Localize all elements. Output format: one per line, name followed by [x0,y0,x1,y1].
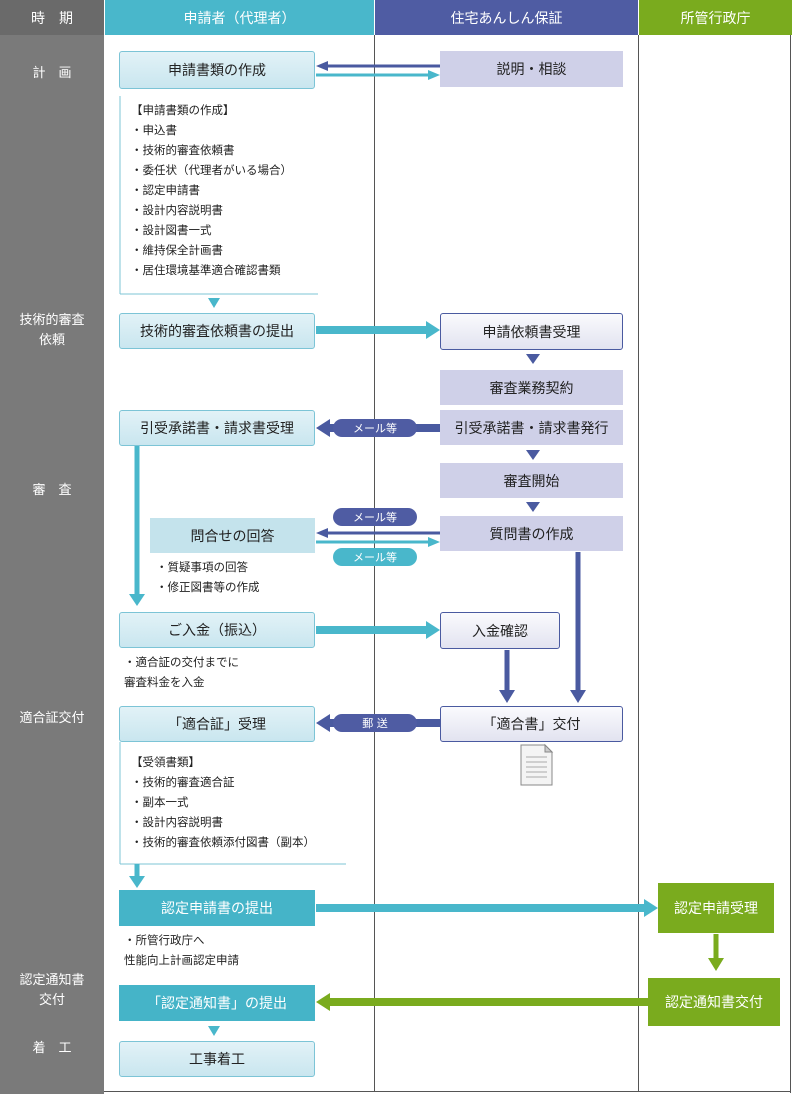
receive-request-box: 申請依頼書受理 [440,313,623,350]
question-box: 質問書の作成 [440,516,623,551]
gov-note: ・所管行政庁へ 性能向上計画認定申請 [124,933,239,967]
cert-receive-box: 「適合証」受理 [119,706,315,742]
divider-hyoka-gov [638,35,639,1092]
phase-start: 着 工 [32,1041,72,1056]
payment-confirm-box: 入金確認 [440,612,560,649]
mail-pill-question: メール等 [333,508,417,526]
phase-review-request: 技術的審査 依頼 [19,313,85,348]
answer-note: ・質疑事項の回答 ・修正図書等の作成 [156,560,260,594]
received-note: 【受領書類】 ・技術的審査適合証 ・副本一式 ・設計内容説明書 ・技術的審査依頼… [131,755,315,849]
phase-notice: 認定通知書 交付 [19,973,85,1008]
contract-box: 審査業務契約 [440,370,623,405]
accept-invoice-box: 引受承諾書・請求書受理 [119,410,315,446]
start-work-box: 工事着工 [119,1041,315,1077]
payment-box: ご入金（振込） [119,612,315,648]
create-docs-box: 申請書類の作成 [119,51,315,89]
review-start-box: 審査開始 [440,463,623,498]
phase-plan: 計 画 [32,66,72,81]
gov-issue-box: 認定通知書交付 [648,978,780,1026]
header-gov: 所管行政庁 [639,0,792,35]
answer-box: 問合せの回答 [150,518,315,553]
gov-receive-box: 認定申請受理 [658,883,774,933]
phase-cert-issue: 適合証交付 [19,711,85,726]
consult-box: 説明・相談 [440,51,623,87]
bottom-border [104,1091,791,1092]
post-pill: 郵 送 [333,714,417,732]
right-border [790,35,791,1093]
header-applicant: 申請者（代理者） [105,0,374,35]
phase-review: 審 査 [32,483,72,498]
mail-pill-answer: メール等 [333,548,417,566]
issue-invoice-box: 引受承諾書・請求書発行 [440,410,623,445]
payment-note: ・適合証の交付までに 審査料金を入金 [124,655,239,689]
document-icon [520,743,554,786]
submit-app-box: 認定申請書の提出 [119,890,315,926]
header-period: 時 期 [0,0,104,35]
submit-request-box: 技術的審査依頼書の提出 [119,313,315,349]
docs-note: 【申請書類の作成】 ・申込書 ・技術的審査依頼書 ・委任状（代理者がいる場合） … [131,103,292,277]
period-column [0,0,104,1094]
submit-notice-box: 「認定通知書」の提出 [119,985,315,1021]
cert-issue-box: 「適合書」交付 [440,706,623,742]
header-hyoka: 住宅あんしん保証 [375,0,638,35]
mail-pill-invoice: メール等 [333,419,417,437]
